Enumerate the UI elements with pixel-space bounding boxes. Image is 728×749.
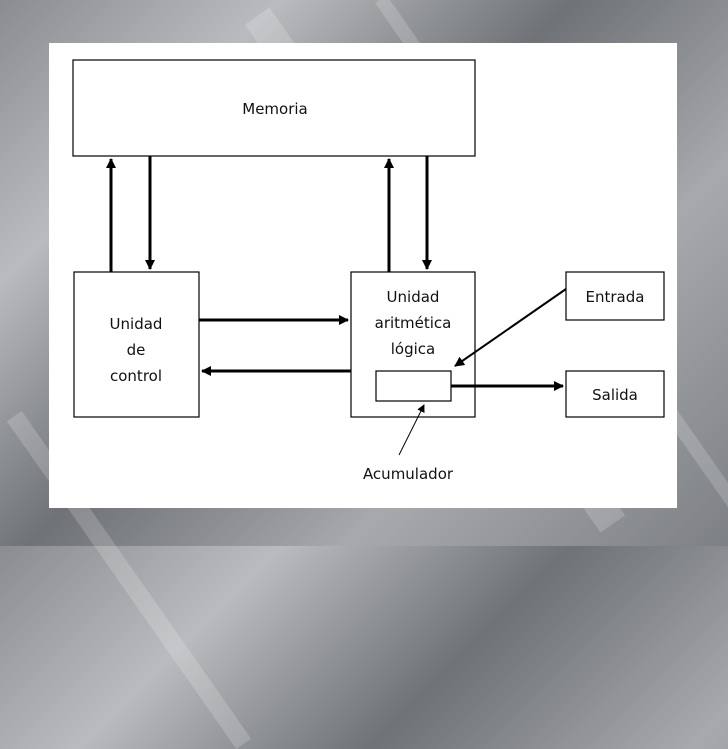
control-unit-box: [73, 271, 200, 418]
control-unit-label-line3: control: [110, 367, 162, 385]
acumulador-label: Acumulador: [363, 465, 454, 483]
pointer-acumulador: [398, 404, 425, 456]
alu-label-line2: aritmética: [375, 314, 452, 332]
memoria-box: [72, 59, 476, 157]
architecture-diagram: Memoria Unidad de control Unidad aritmét…: [72, 59, 665, 483]
alu-label-line1: Unidad: [387, 288, 440, 306]
entrada-box: [565, 271, 665, 321]
entrada-label: Entrada: [586, 288, 645, 306]
slide: Memoria Unidad de control Unidad aritmét…: [49, 43, 677, 508]
control-unit-label-line2: de: [127, 341, 146, 359]
arrow-entrada-to-alu: [454, 288, 567, 367]
salida-label: Salida: [592, 386, 638, 404]
salida-box: [565, 370, 665, 418]
control-unit-label-line1: Unidad: [110, 315, 163, 333]
alu-box: [350, 271, 476, 418]
memoria-label: Memoria: [242, 100, 308, 118]
alu-label-line3: lógica: [391, 340, 435, 358]
accumulator-box: [375, 370, 452, 402]
